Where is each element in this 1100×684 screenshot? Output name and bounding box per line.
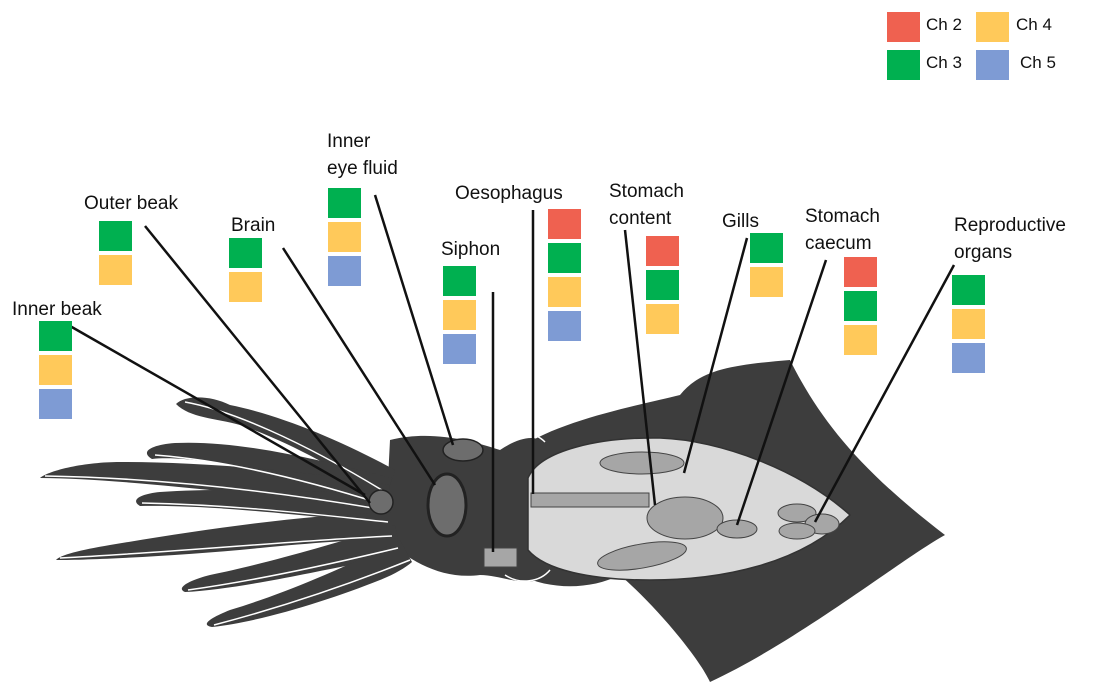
- oesophagus: [531, 493, 649, 507]
- channel-square-ch-3: [99, 221, 132, 251]
- legend-label-ch-3: Ch 3: [926, 52, 962, 74]
- channel-square-ch-3: [548, 243, 581, 273]
- channel-square-ch-5: [328, 256, 361, 286]
- channel-square-ch-5: [548, 311, 581, 341]
- tissue-label-inner-beak: Inner beak: [12, 296, 102, 323]
- channel-square-ch-4: [844, 325, 877, 355]
- gills-upper: [600, 452, 684, 474]
- channel-square-ch-4: [328, 222, 361, 252]
- channel-square-ch-3: [750, 233, 783, 263]
- legend-label-ch-4: Ch 4: [1016, 14, 1052, 36]
- siphon: [484, 548, 517, 567]
- legend-label-ch-2: Ch 2: [926, 14, 962, 36]
- channel-square-ch-4: [952, 309, 985, 339]
- reproductive-organ: [779, 523, 815, 539]
- channel-square-ch-5: [39, 389, 72, 419]
- tissue-label-oesophagus: Oesophagus: [455, 180, 563, 207]
- channel-square-ch-4: [646, 304, 679, 334]
- beak: [369, 490, 393, 514]
- channel-square-ch-3: [39, 321, 72, 351]
- channel-square-ch-2: [844, 257, 877, 287]
- stomach: [647, 497, 723, 539]
- channel-square-ch-3: [844, 291, 877, 321]
- tissue-label-stomach-caecum: Stomach caecum: [805, 203, 880, 257]
- channel-square-ch-3: [646, 270, 679, 300]
- channel-square-ch-4: [548, 277, 581, 307]
- legend-swatch-ch-2: [887, 12, 920, 42]
- channel-square-ch-3: [328, 188, 361, 218]
- legend-swatch-ch-5: [976, 50, 1009, 80]
- legend-label-ch-5: Ch 5: [1020, 52, 1056, 74]
- channel-square-ch-3: [443, 266, 476, 296]
- tissue-label-inner-eye-fluid: Inner eye fluid: [327, 128, 398, 182]
- channel-square-ch-4: [229, 272, 262, 302]
- channel-square-ch-4: [750, 267, 783, 297]
- channel-square-ch-4: [39, 355, 72, 385]
- channel-square-ch-3: [952, 275, 985, 305]
- channel-square-ch-2: [548, 209, 581, 239]
- channel-square-ch-4: [443, 300, 476, 330]
- channel-square-ch-3: [229, 238, 262, 268]
- tissue-label-gills: Gills: [722, 208, 759, 235]
- tissue-label-reproductive-organs: Reproductive organs: [954, 212, 1066, 266]
- leader-line-reproductive-organs: [815, 265, 954, 522]
- legend-swatch-ch-3: [887, 50, 920, 80]
- legend-swatch-ch-4: [976, 12, 1009, 42]
- eye: [443, 439, 483, 461]
- channel-square-ch-4: [99, 255, 132, 285]
- channel-square-ch-5: [952, 343, 985, 373]
- tissue-label-siphon: Siphon: [441, 236, 500, 263]
- channel-square-ch-2: [646, 236, 679, 266]
- tissue-label-stomach-content: Stomach content: [609, 178, 684, 232]
- tissue-label-brain: Brain: [231, 212, 275, 239]
- tissue-label-outer-beak: Outer beak: [84, 190, 178, 217]
- channel-square-ch-5: [443, 334, 476, 364]
